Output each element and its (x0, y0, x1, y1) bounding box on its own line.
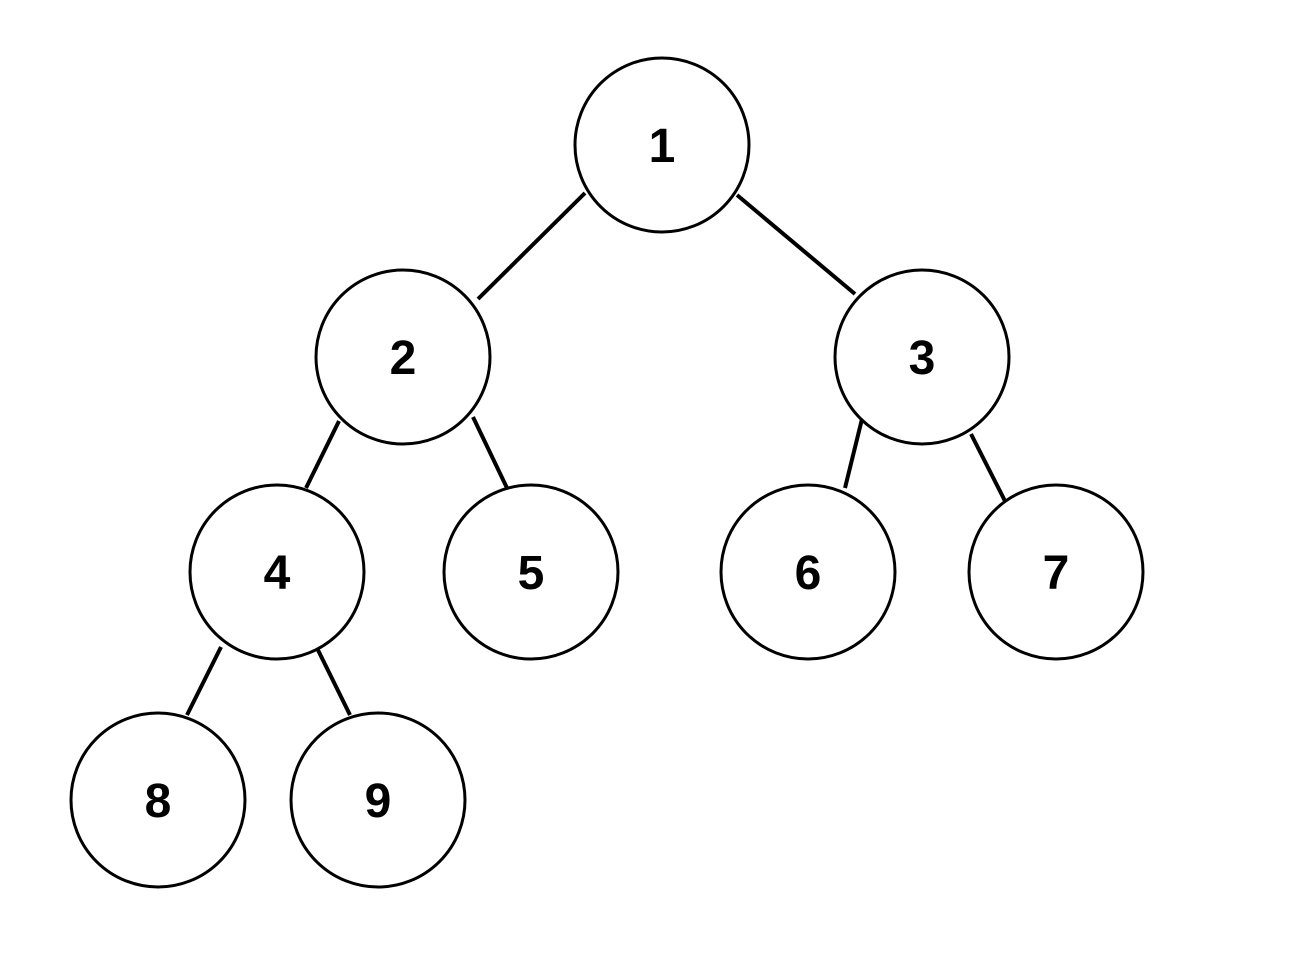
node-label: 7 (1043, 547, 1070, 600)
tree-edges (185, 191, 1007, 716)
node-circle (833, 268, 1011, 446)
node-circle (719, 483, 897, 661)
tree-node-2: 2 (314, 268, 492, 446)
edge-3-6 (843, 418, 864, 489)
tree-node-3: 3 (833, 268, 1011, 446)
node-circle (314, 268, 492, 446)
node-circle (573, 56, 751, 234)
tree-node-5: 5 (442, 483, 620, 661)
node-circle (188, 483, 366, 661)
node-label: 9 (365, 775, 392, 828)
tree-node-1: 1 (573, 56, 751, 234)
tree-node-8: 8 (69, 711, 247, 889)
edge-4-9 (314, 645, 352, 716)
node-label: 5 (518, 547, 545, 600)
node-circle (442, 483, 620, 661)
tree-node-7: 7 (967, 483, 1145, 661)
tree-node-6: 6 (719, 483, 897, 661)
edge-3-7 (969, 433, 1007, 502)
node-label: 2 (390, 332, 417, 385)
edge-4-8 (185, 646, 223, 716)
node-label: 4 (264, 547, 291, 600)
node-circle (69, 711, 247, 889)
edge-1-2 (476, 191, 587, 301)
node-label: 6 (795, 547, 822, 600)
edge-1-3 (735, 193, 857, 296)
node-label: 1 (649, 120, 676, 173)
node-label: 8 (145, 775, 172, 828)
edge-2-4 (304, 420, 341, 489)
node-circle (289, 711, 467, 889)
edge-2-5 (471, 416, 509, 489)
node-circle (967, 483, 1145, 661)
tree-node-4: 4 (188, 483, 366, 661)
tree-node-9: 9 (289, 711, 467, 889)
tree-nodes: 1 2 3 4 5 6 7 8 9 (69, 56, 1145, 889)
node-label: 3 (909, 332, 936, 385)
